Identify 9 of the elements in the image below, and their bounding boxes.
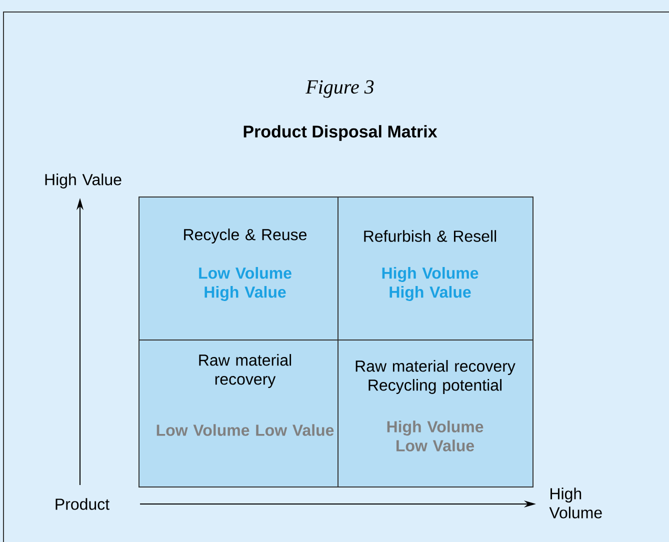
matrix-cell: Recycle & Reuse Low Volume High Value (138, 196, 338, 340)
matrix-cell: Raw material recovery Low Volume Low Value (138, 340, 338, 488)
axis-label: High Volume (549, 488, 602, 518)
matrix-cell: Raw material recovery Recycling potential High Volume Low Value (338, 340, 534, 488)
axis-label: Product (56, 498, 110, 510)
title: Product Disposal Matrix (244, 125, 438, 141)
axis-label: High Value (45, 174, 122, 188)
figure-number: Figure 3 (306, 80, 374, 98)
matrix-cell: Refurbish & Resell High Volume High Value (338, 196, 534, 340)
